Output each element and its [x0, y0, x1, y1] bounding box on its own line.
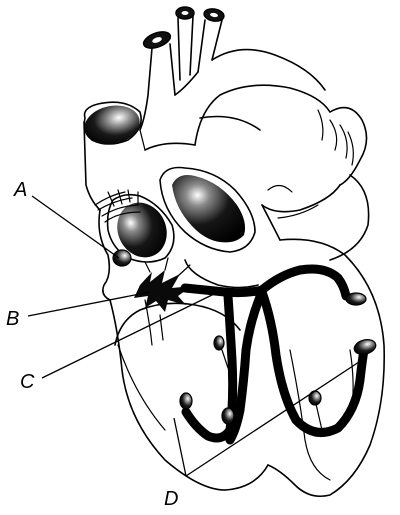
leader-d-left: [174, 418, 186, 476]
atria-outline: [145, 85, 369, 260]
leader-c: [42, 294, 214, 378]
label-d: D: [164, 488, 178, 510]
label-b: B: [6, 308, 19, 330]
leader-b: [28, 292, 150, 316]
label-a: A: [13, 179, 27, 201]
leader-d-right: [186, 360, 362, 476]
sa-node: [113, 250, 131, 266]
great-vessels: [140, 7, 325, 130]
label-c: C: [20, 371, 35, 393]
vena-cava-opening: [81, 101, 145, 210]
